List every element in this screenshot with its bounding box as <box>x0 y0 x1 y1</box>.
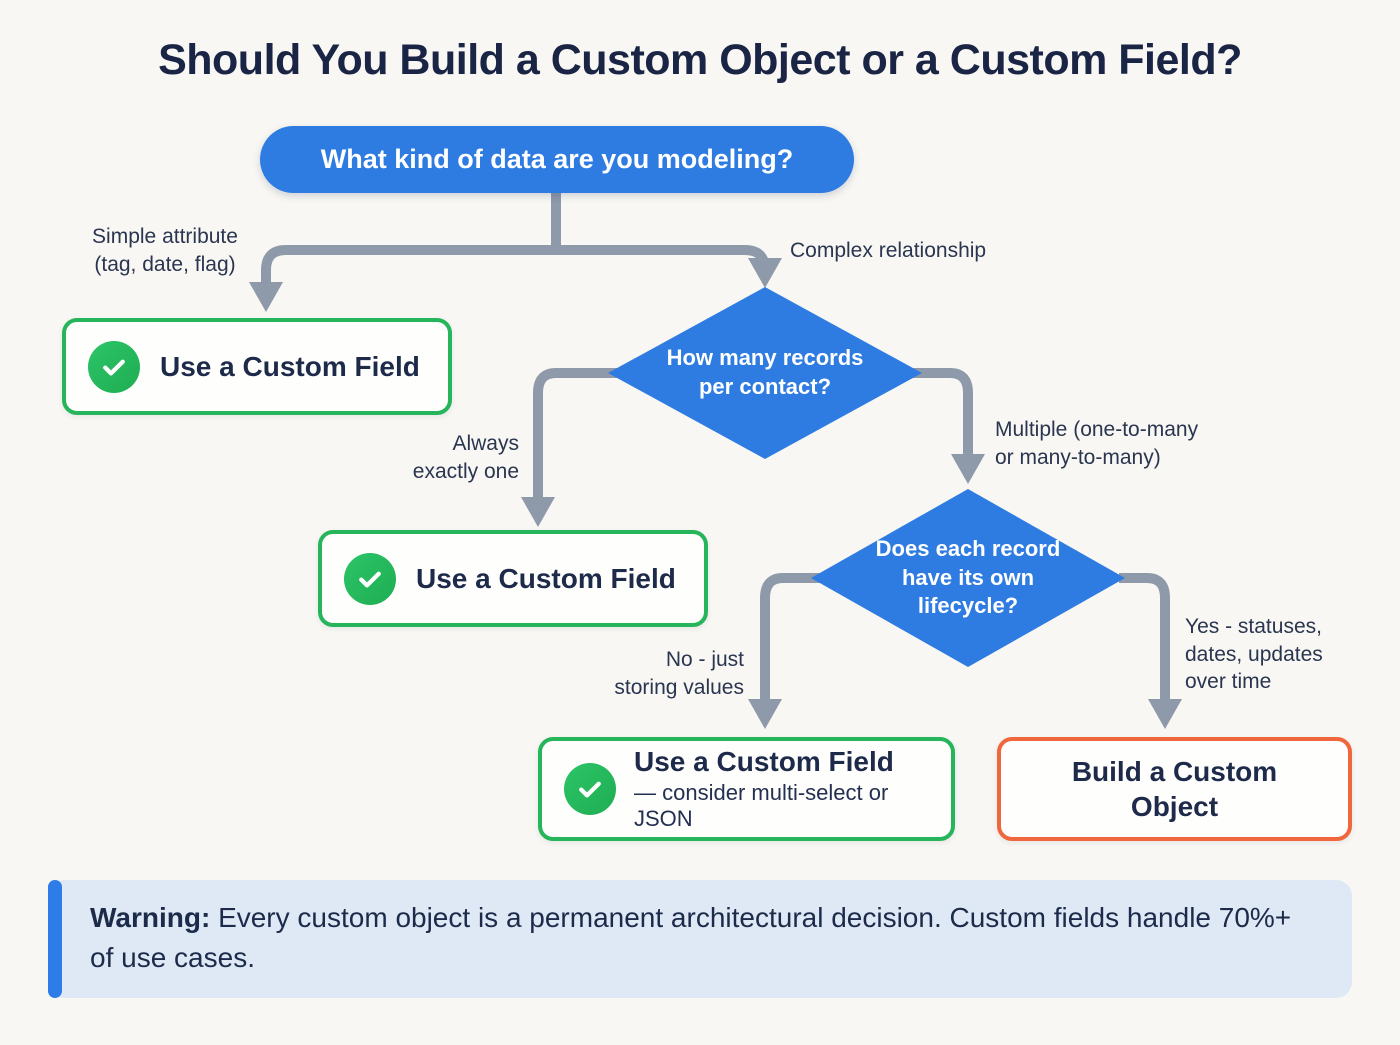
arrowhead-to-decision-1 <box>748 258 782 288</box>
edge-label-multiple: Multiple (one-to-many or many-to-many) <box>995 418 1199 469</box>
arrowhead-to-object <box>1148 699 1182 729</box>
result-build-custom-object: Build a Custom Object <box>997 737 1352 841</box>
root-question-node: What kind of data are you modeling? <box>260 126 854 193</box>
connector-root-right <box>554 245 770 271</box>
edge-label-no-storing-values: No - just storing values <box>614 648 744 699</box>
edge-label-always-exactly-one: Always exactly one <box>412 432 519 483</box>
check-icon <box>564 763 616 815</box>
check-icon <box>344 552 396 605</box>
warning-text: Every custom object is a permanent archi… <box>90 902 1292 974</box>
edge-label-simple-attribute: Simple attribute (tag, date, flag) <box>92 225 238 276</box>
result-label: Use a Custom Field <box>634 745 894 777</box>
result-text-block: Use a Custom Field — consider multi-sele… <box>634 746 929 833</box>
decision-text: How many records per contact? <box>666 345 864 399</box>
arrowhead-to-field-3 <box>748 699 782 729</box>
result-use-custom-field-3: Use a Custom Field — consider multi-sele… <box>538 737 955 841</box>
check-icon <box>88 340 140 393</box>
root-question-text: What kind of data are you modeling? <box>320 144 794 174</box>
edge-label-complex-relationship: Complex relationship <box>790 239 987 262</box>
connector-d1-left <box>533 368 618 499</box>
arrowhead-to-decision-2 <box>951 454 985 484</box>
arrowhead-to-field-1 <box>249 282 283 312</box>
result-use-custom-field-2: Use a Custom Field <box>318 530 708 627</box>
result-label: Use a Custom Field <box>416 562 676 594</box>
warning-accent-bar <box>48 880 62 998</box>
warning-callout: Warning: Every custom object is a perman… <box>48 880 1352 998</box>
arrowhead-to-field-2 <box>521 497 555 527</box>
warning-label: Warning: <box>90 902 211 933</box>
result-use-custom-field-1: Use a Custom Field <box>62 318 452 415</box>
result-label: Use a Custom Field <box>160 350 420 382</box>
result-label: Build a Custom Object <box>1071 756 1278 822</box>
page-title: Should You Build a Custom Object or a Cu… <box>158 36 1242 84</box>
connector-d2-right <box>1119 573 1170 701</box>
connector-d1-right <box>912 368 973 456</box>
decision-text: Does each record have its own lifecycle? <box>875 536 1061 619</box>
connector-root-left <box>261 245 558 284</box>
result-note: — consider multi-select or JSON <box>634 779 889 831</box>
warning-message: Warning: Every custom object is a perman… <box>90 898 1300 978</box>
edge-label-yes-lifecycle: Yes - statuses, dates, updates over time <box>1185 615 1323 694</box>
connector-d2-left <box>760 573 824 701</box>
